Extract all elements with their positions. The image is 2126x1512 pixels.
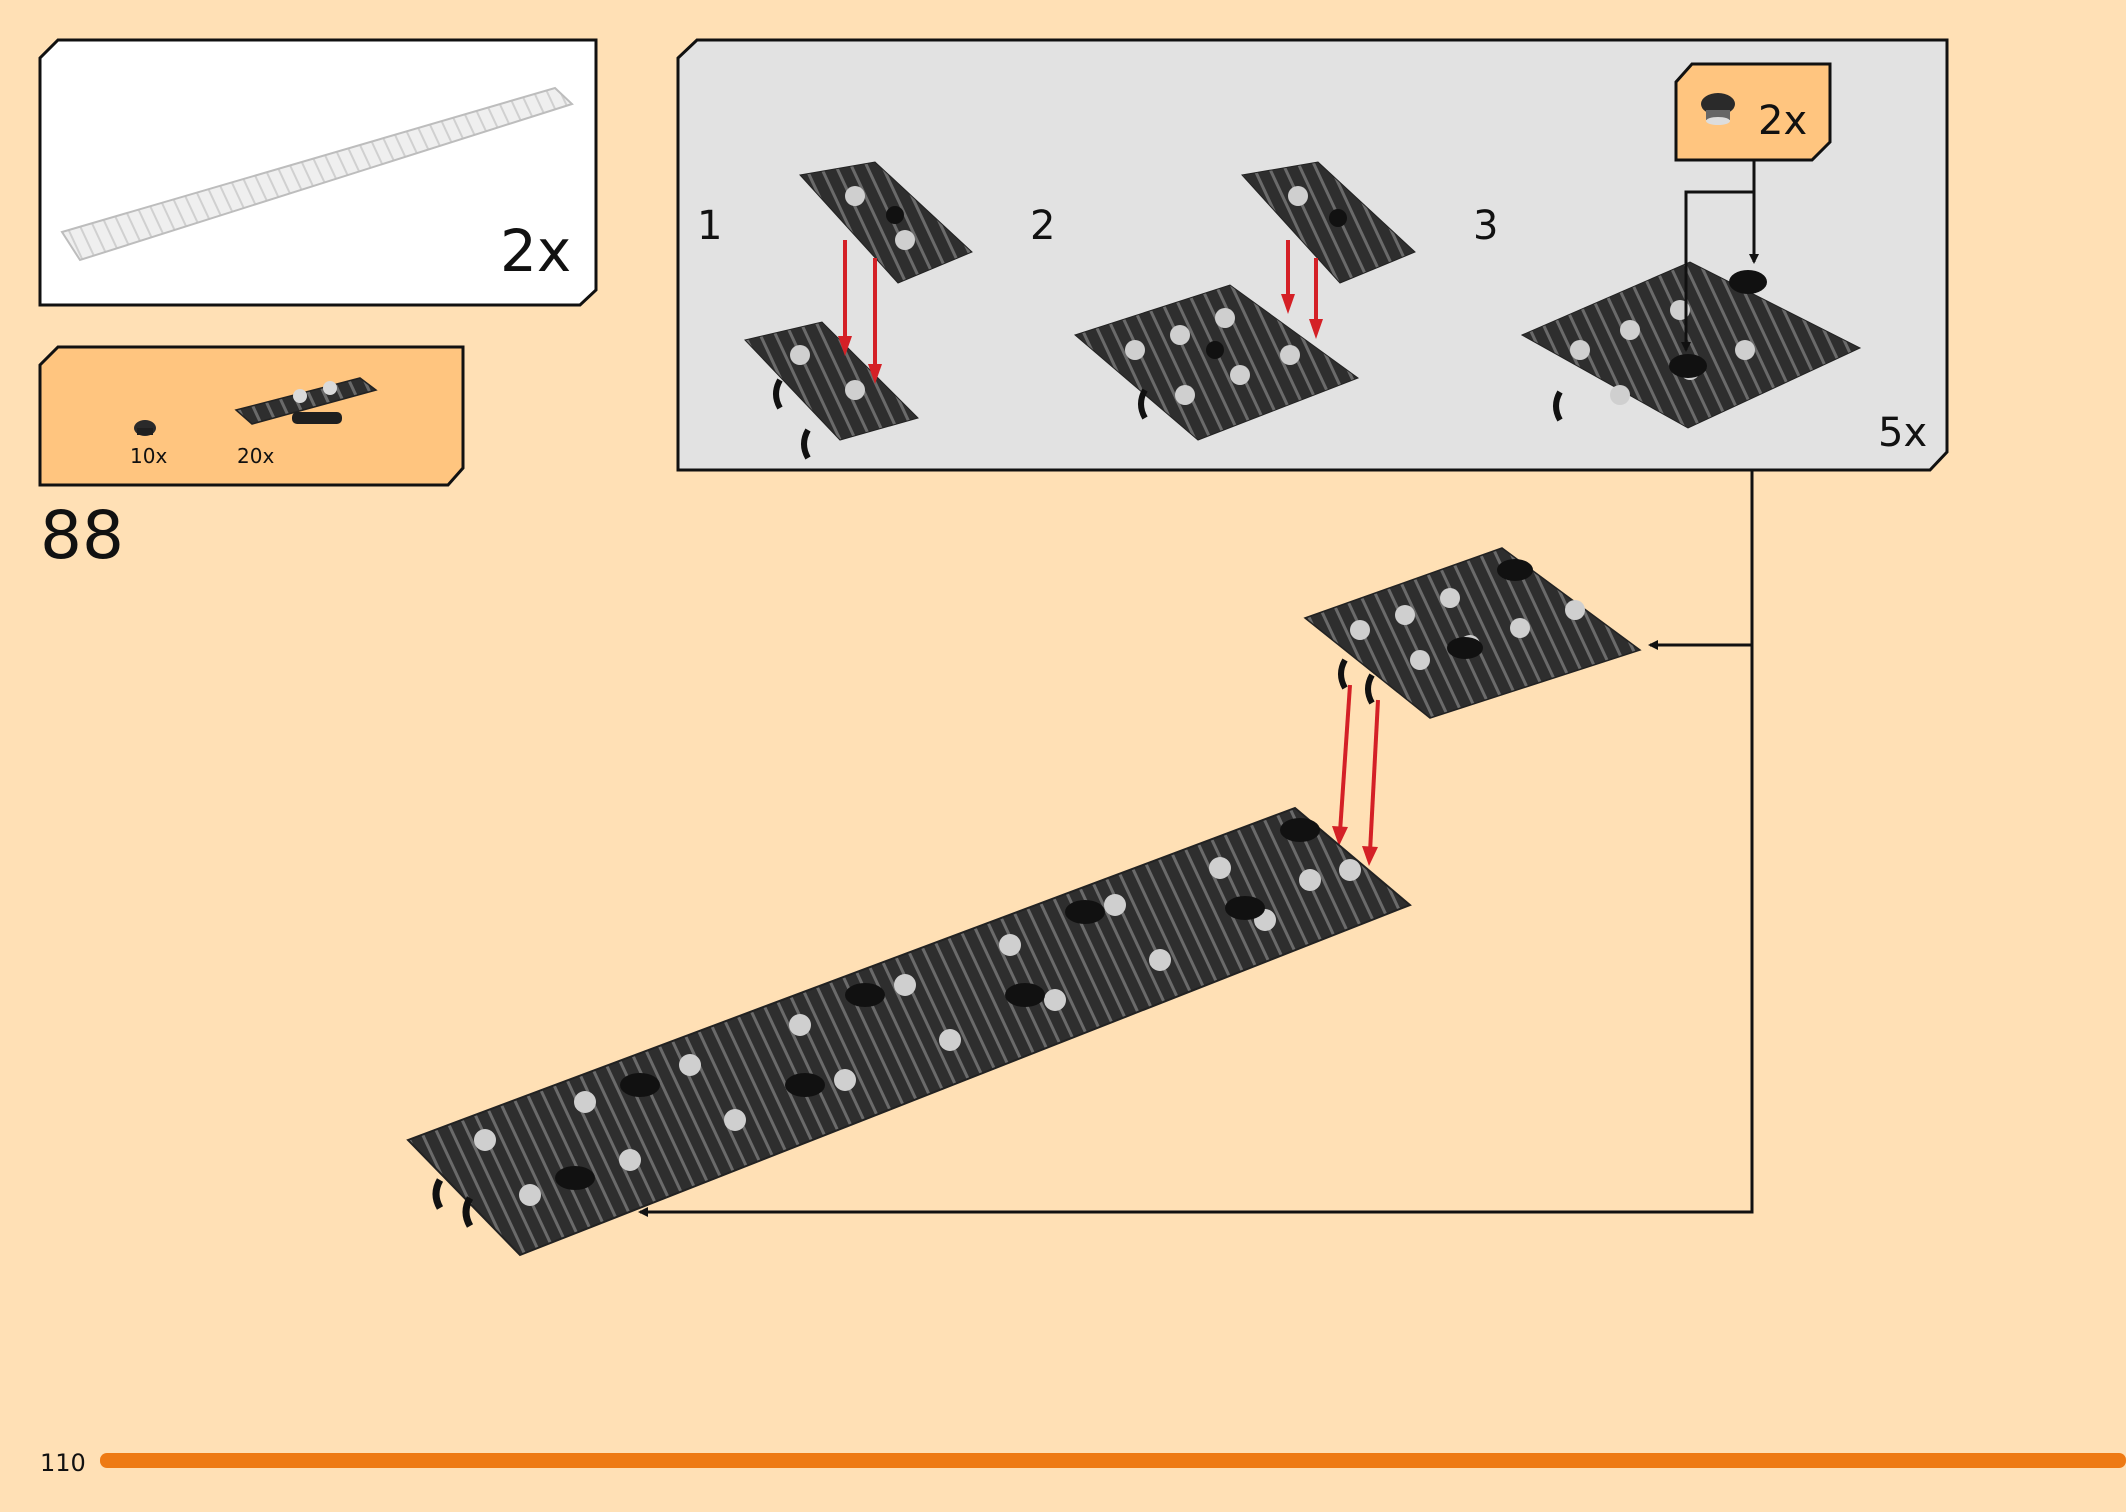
round-tile-icon (1701, 93, 1735, 125)
parts-qty-tread-link: 20x (237, 444, 275, 468)
main-tread-assembly (406, 806, 1412, 1257)
sub-step-label-2: 2 (1030, 203, 1056, 249)
repeat-count: 5x (1878, 410, 1928, 456)
tread-segment-illustration (1303, 547, 1642, 866)
sub-step-1-illustration (744, 161, 973, 460)
sub-steps-panel (676, 38, 1949, 472)
sub-step-part-callout (1674, 62, 1832, 352)
parts-qty-round-tile: 10x (130, 444, 168, 468)
preview-tread-image (60, 86, 574, 262)
assembly-flow-connectors (638, 470, 1754, 1217)
sub-step-3-illustration (1520, 261, 1862, 429)
progress-bar (100, 1453, 2126, 1468)
callout-part-qty: 2x (1758, 98, 1808, 144)
preview-count: 2x (500, 217, 572, 285)
tread-link-part-image (234, 377, 378, 425)
page-number: 110 (40, 1449, 86, 1477)
sub-assembly-preview-box (38, 38, 598, 307)
parts-list-box (38, 345, 465, 487)
round-tile-part-image (134, 420, 156, 436)
sub-step-label-3: 3 (1473, 203, 1499, 249)
sub-step-2-illustration (1073, 161, 1416, 441)
sub-step-label-1: 1 (697, 203, 723, 249)
step-number: 88 (40, 497, 124, 574)
